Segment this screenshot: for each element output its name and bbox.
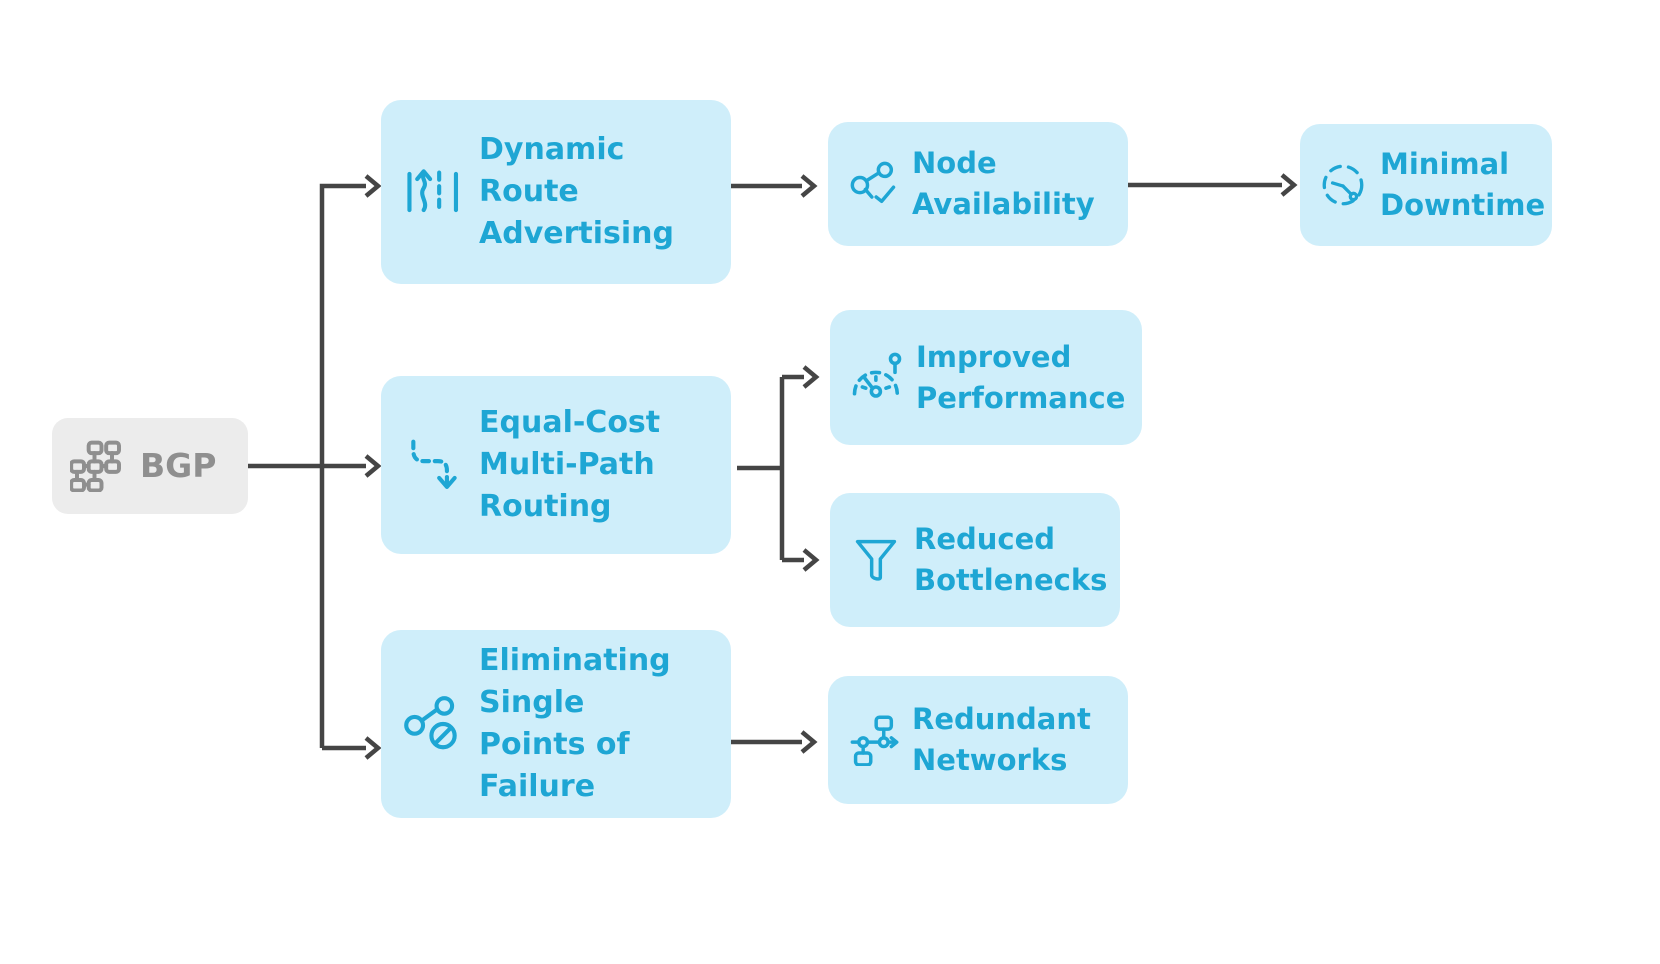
node-label: Equal-Cost Multi-Path Routing — [479, 405, 661, 524]
node-minimal-downtime[interactable]: Minimal Downtime — [1300, 124, 1552, 246]
network-nodes-icon — [70, 440, 126, 492]
funnel-icon — [850, 534, 902, 586]
node-redundant-networks[interactable]: Redundant Networks — [828, 676, 1128, 804]
node-label: Node Availability — [912, 146, 1095, 221]
node-dynamic-route-advertising[interactable]: Dynamic Route Advertising — [381, 100, 731, 284]
node-label: Reduced Bottlenecks — [914, 522, 1108, 597]
node-label: Dynamic Route Advertising — [479, 132, 674, 251]
node-improved-performance[interactable]: Improved Performance — [830, 310, 1142, 445]
arrowhead-to-equal — [364, 454, 382, 478]
nodes-ban-icon — [403, 693, 465, 755]
arrowhead-to-minimal — [1280, 173, 1298, 197]
node-label: Minimal Downtime — [1380, 147, 1546, 222]
arrowhead-to-node — [800, 174, 818, 198]
node-reduced-bottlenecks[interactable]: Reduced Bottlenecks — [830, 493, 1120, 627]
node-label: Redundant Networks — [912, 702, 1091, 777]
arrowhead-to-improved — [802, 365, 820, 389]
node-label: Improved Performance — [916, 339, 1126, 415]
dashed-path-arrow-icon — [403, 434, 465, 496]
network-topology-icon — [848, 714, 900, 766]
node-label: BGP — [140, 445, 217, 485]
node-label: Eliminating Single Points of Failure — [479, 643, 671, 804]
arrowhead-to-elim — [364, 736, 382, 760]
gauge-icon — [850, 351, 904, 405]
share-check-icon — [848, 158, 900, 210]
node-eliminating-single-points-of-failure[interactable]: Eliminating Single Points of Failure — [381, 630, 731, 818]
arrowhead-to-dynamic — [364, 174, 382, 198]
arrowhead-to-reduced — [802, 548, 820, 572]
dashed-clock-icon — [1318, 160, 1368, 210]
arrowhead-to-redundant — [800, 730, 818, 754]
route-lanes-arrow-icon — [403, 161, 465, 223]
node-bgp[interactable]: BGP — [52, 418, 248, 514]
edge-trunk-vertical — [319, 183, 366, 748]
node-node-availability[interactable]: Node Availability — [828, 122, 1128, 246]
node-equal-cost-multi-path-routing[interactable]: Equal-Cost Multi-Path Routing — [381, 376, 731, 554]
